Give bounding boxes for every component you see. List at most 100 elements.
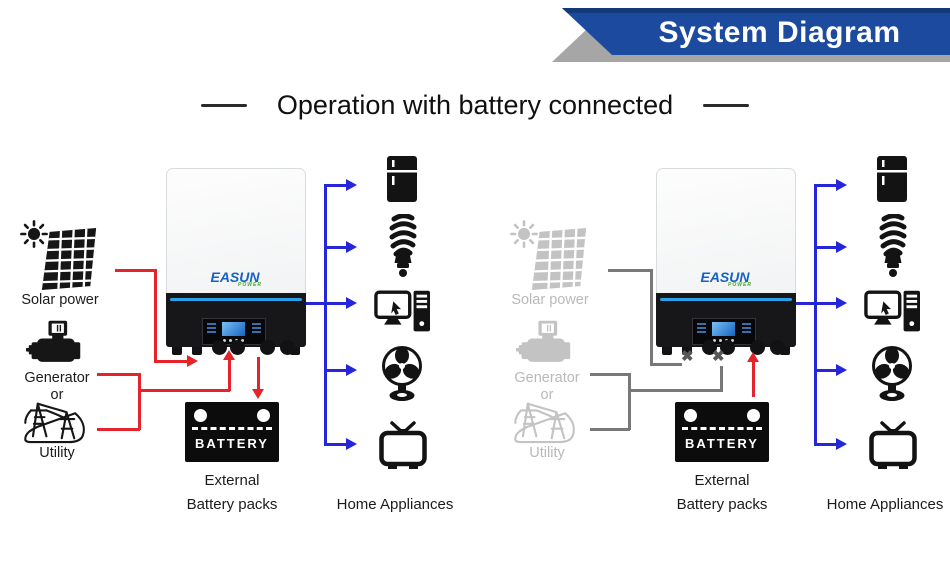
solar-power-label: Solar power	[21, 292, 99, 308]
load-arrowhead-icon	[836, 364, 847, 376]
inverter-foot	[290, 347, 300, 355]
inverter-body	[166, 168, 306, 295]
ac-input-up-line	[720, 366, 723, 392]
inverter-foot	[662, 347, 672, 355]
inverter-connector-knob	[702, 340, 717, 355]
load-arrowhead-icon	[346, 297, 357, 309]
lcd-left-indicators	[697, 323, 706, 334]
ac-input-line	[138, 389, 230, 392]
load-arrowhead-icon	[836, 297, 847, 309]
load-branch-computer	[324, 302, 348, 305]
inverter-connector-knob	[770, 340, 785, 355]
load-arrowhead-icon	[346, 438, 357, 450]
generator-label: Generator	[24, 370, 90, 386]
load-branch-bulb	[324, 246, 348, 249]
brand-logo-text: EASUN	[210, 269, 260, 285]
lcd-screen	[712, 322, 735, 336]
home-appliances-label: Home Appliances	[336, 496, 454, 513]
load-arrowhead-icon	[836, 179, 847, 191]
or-label: or	[50, 387, 64, 403]
brand-logo-text: EASUN	[700, 269, 750, 285]
load-arrowhead-icon	[346, 179, 357, 191]
battery-dashed-line	[192, 427, 272, 430]
refrigerator-icon	[386, 156, 418, 204]
tv-icon	[869, 420, 917, 472]
cfl-bulb-icon	[388, 214, 418, 280]
lcd-right-indicators	[742, 323, 751, 334]
load-branch-fridge	[324, 184, 348, 187]
utility-label: Utility	[529, 445, 565, 461]
lcd-buttons	[223, 339, 226, 342]
brand-logo-subtext: POWER	[728, 282, 752, 288]
inverter-connector-knob	[750, 340, 765, 355]
utility-icon	[512, 396, 580, 444]
solar-line-to-inverter	[154, 360, 188, 363]
battery-charge-arrowhead-icon	[252, 389, 264, 399]
battery-terminal	[194, 409, 207, 422]
inverter-output-line	[306, 302, 326, 305]
load-branch-fan	[814, 369, 838, 372]
ac-input-line	[628, 389, 722, 392]
inverter-foot	[780, 347, 790, 355]
section-heading-text: Operation with battery connected	[276, 90, 674, 120]
inverter-connector-knob	[280, 340, 295, 355]
inverter-to-battery-line	[257, 357, 260, 390]
battery-to-inverter-line	[752, 361, 755, 397]
ac-input-up-line	[228, 359, 231, 391]
battery-terminal	[747, 409, 760, 422]
heading-dash-right	[703, 104, 750, 107]
battery-caption-line2: Battery packs	[186, 496, 278, 513]
battery-caption-line2: Battery packs	[676, 496, 768, 513]
cfl-bulb-icon	[878, 214, 908, 280]
lcd-screen	[222, 322, 245, 336]
solar-line-v	[650, 269, 653, 365]
generator-icon	[516, 320, 574, 372]
load-arrowhead-icon	[836, 241, 847, 253]
load-branch-tv	[324, 443, 348, 446]
solar-line-to-inverter	[650, 363, 682, 366]
battery-caption-line1: External	[694, 472, 750, 489]
brand-logo-subtext: POWER	[238, 282, 262, 288]
solar-line-v	[154, 269, 157, 362]
solar-line-h	[115, 269, 156, 272]
inverter-output-line	[796, 302, 816, 305]
load-bus-line	[324, 184, 327, 446]
battery-caption-line1: External	[204, 472, 260, 489]
generator-label: Generator	[514, 370, 580, 386]
load-arrowhead-icon	[836, 438, 847, 450]
load-branch-tv	[814, 443, 838, 446]
battery-label: BATTERY	[195, 436, 269, 451]
utility-label: Utility	[39, 445, 75, 461]
utility-line-h	[590, 428, 630, 431]
inverter-foot	[172, 347, 182, 355]
inverter-blue-stripe	[170, 298, 302, 301]
inverter-body	[656, 168, 796, 295]
load-branch-fan	[324, 369, 348, 372]
lcd-right-indicators	[252, 323, 261, 334]
page-title: System Diagram	[658, 16, 901, 49]
ac-input-arrowhead-icon	[223, 350, 235, 360]
solar-panel-icon	[38, 226, 100, 292]
fan-icon	[869, 345, 915, 403]
solar-line-h	[608, 269, 652, 272]
inverter-connector-knob	[260, 340, 275, 355]
generator-line-h	[97, 373, 140, 376]
utility-line-h	[97, 428, 140, 431]
or-label: or	[540, 387, 554, 403]
solar-panel-icon	[528, 226, 590, 292]
fan-icon	[379, 345, 425, 403]
solar-power-label: Solar power	[511, 292, 589, 308]
generator-line-h	[590, 373, 630, 376]
load-arrowhead-icon	[346, 364, 357, 376]
inverter-connector-knob	[720, 340, 735, 355]
load-branch-computer	[814, 302, 838, 305]
battery-terminal	[257, 409, 270, 422]
generator-utility-merge-line	[628, 373, 631, 430]
